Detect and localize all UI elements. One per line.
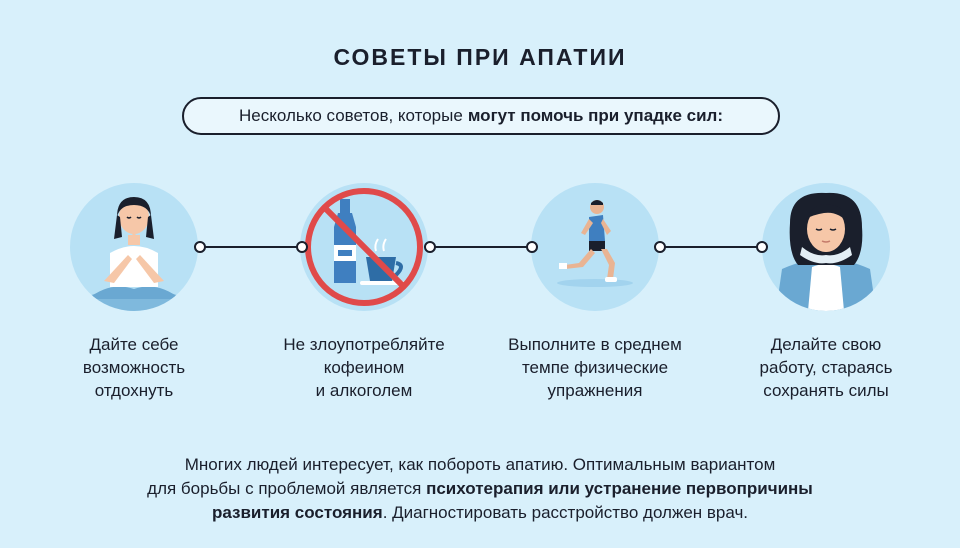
connector-dot-2b: [526, 241, 538, 253]
no-caffeine-alcohol-icon: [305, 188, 423, 306]
connector-dot-1b: [296, 241, 308, 253]
connector-dot-2a: [424, 241, 436, 253]
connector-line-3: [660, 246, 762, 248]
tip-illustration-caffeine-alcohol: [300, 183, 428, 311]
tip-caption-exercise: Выполните в среднем темпе физические упр…: [508, 335, 682, 400]
tip-caption-caffeine-alcohol: Не злоупотребляйте кофеином и алкоголем: [283, 335, 445, 400]
tip-caption-rest: Дайте себе возможность отдохнуть: [82, 335, 186, 400]
connector-dot-1a: [194, 241, 206, 253]
connector-dot-3b: [756, 241, 768, 253]
tip-caption-save-energy: Делайте свою работу, стараясь сохранять …: [759, 335, 893, 400]
page-title: СОВЕТЫ ПРИ АПАТИИ: [333, 44, 627, 70]
tip-illustration-rest: [70, 183, 198, 311]
connector-line-1: [200, 246, 302, 248]
tip-illustration-save-energy: [762, 183, 890, 311]
footer-text: Многих людей интересует, как побороть ап…: [60, 453, 900, 525]
footer-line-2: для борьбы с проблемой является психотер…: [147, 479, 813, 498]
meditation-icon: [82, 197, 186, 311]
running-icon: [557, 200, 633, 287]
footer-line-3: развития состояния. Диагностировать расс…: [211, 503, 749, 522]
footer-line-1: Многих людей интересует, как побороть ап…: [184, 455, 776, 474]
calm-woman-icon: [776, 192, 876, 311]
subtitle-bold: могут помочь при упадке сил:: [467, 106, 723, 125]
subtitle-regular: Несколько советов, которые: [239, 106, 463, 125]
subtitle-pill: Несколько советов, которые могут помочь …: [182, 97, 780, 135]
connector-line-2: [430, 246, 532, 248]
tip-illustration-exercise: [531, 183, 659, 311]
connector-dot-3a: [654, 241, 666, 253]
